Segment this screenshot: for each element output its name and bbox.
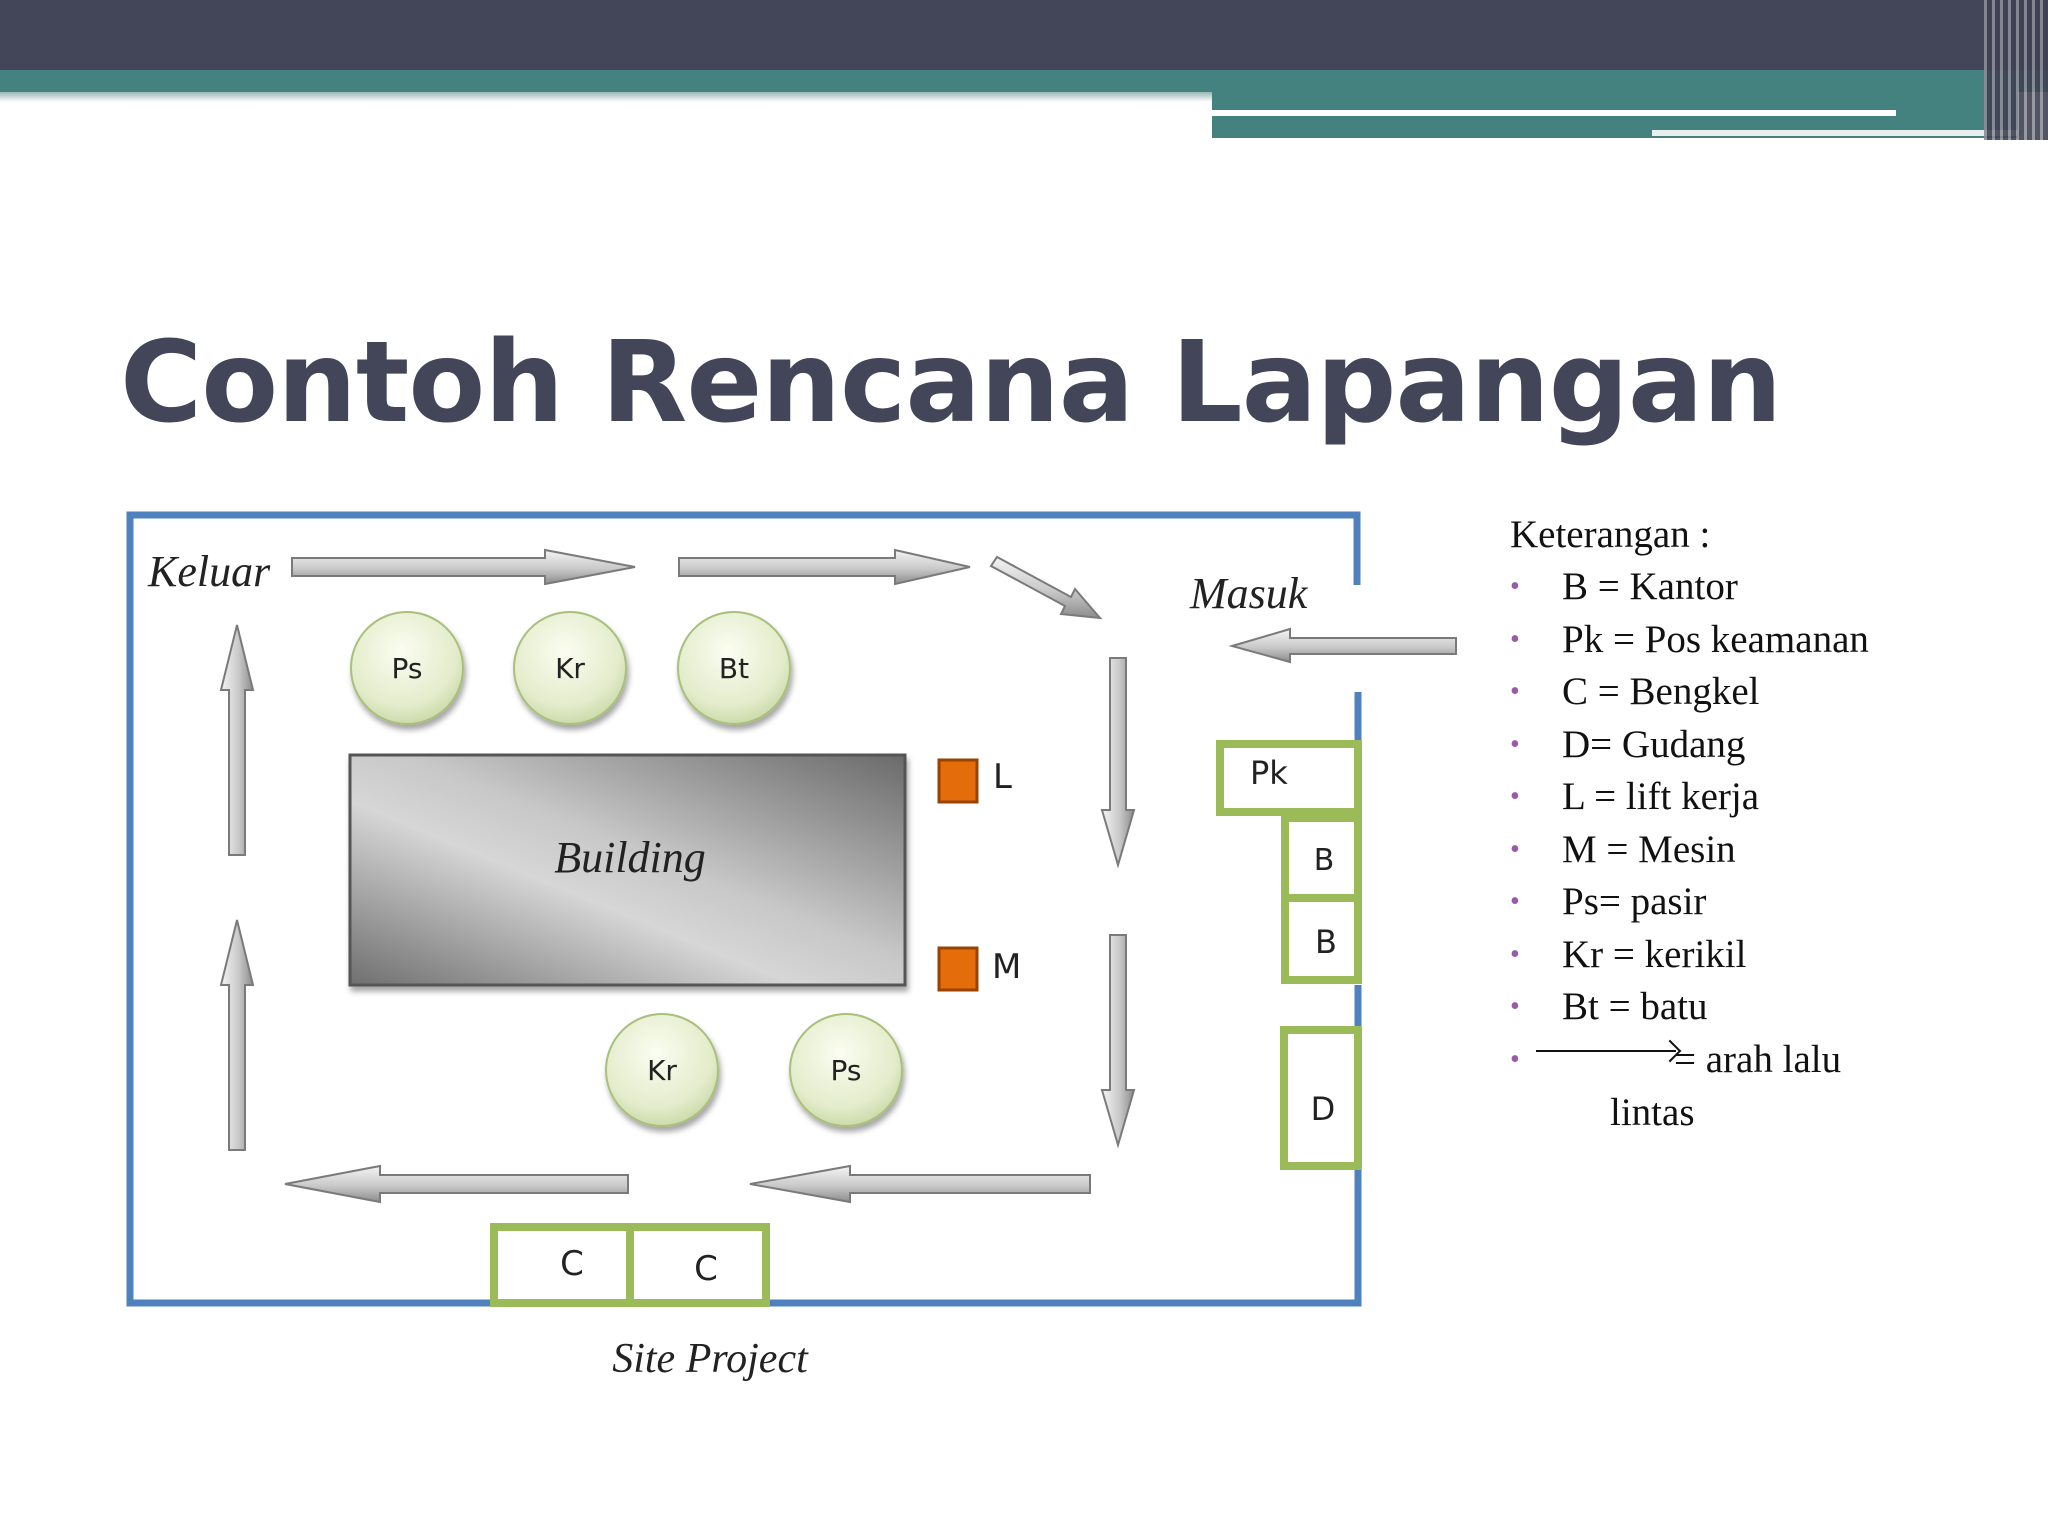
stockpile-label: Ps [392, 652, 423, 685]
header-line [1652, 130, 2022, 136]
legend-item: •Kr = kerikil [1510, 929, 1869, 982]
arrow-diagonal [989, 555, 1103, 620]
bullet-icon: • [1510, 833, 1520, 865]
bullet-icon: • [1510, 1043, 1520, 1075]
bullet-icon: • [1510, 781, 1520, 812]
header-accent-bar [0, 70, 2048, 92]
building-label: Building [554, 833, 706, 882]
stockpile-circle [513, 611, 627, 725]
equipment-markers [937, 758, 979, 992]
legend-item: •D= Gudang [1510, 719, 1869, 772]
stockpile-label: Ps [831, 1054, 862, 1087]
slide-title: Contoh Rencana Lapangan [120, 318, 1782, 448]
stockpile-circle [789, 1013, 903, 1127]
stockpile-label: Kr [555, 652, 585, 685]
office-label: B [1315, 923, 1337, 961]
diagram-labels: Keluar Masuk Building Site Project Ps Kr… [147, 547, 1337, 1382]
bullet-icon: • [1510, 623, 1520, 655]
arrow-entry [1228, 627, 1457, 664]
traffic-arrows [219, 548, 1457, 1204]
security-post-box [1216, 740, 1362, 816]
arrow-left [284, 1164, 629, 1204]
security-post-label: Pk [1250, 754, 1288, 792]
machine-label: M [992, 947, 1021, 987]
entry-label: Masuk [1189, 569, 1309, 618]
facility-boxes [490, 740, 1362, 1307]
site-boundary [126, 511, 1362, 1307]
lift-marker [937, 758, 979, 804]
exit-label: Keluar [147, 547, 271, 596]
arrow-up [219, 919, 255, 1151]
legend-heading: Keterangan : [1510, 513, 1711, 556]
arrow-down [1100, 657, 1136, 869]
legend-item: •= arah lalu [1510, 1034, 1869, 1087]
legend-item: •M = Mesin [1510, 824, 1869, 877]
stockpile-label: Kr [647, 1054, 677, 1087]
legend-item: •L = lift kerja [1510, 771, 1869, 824]
legend-item: •Pk = Pos keamanan [1510, 614, 1869, 667]
warehouse-box [1280, 1026, 1362, 1170]
legend-item: •B = Kantor [1510, 561, 1869, 614]
stockpile-circle [605, 1013, 719, 1127]
bullet-icon: • [1510, 676, 1520, 707]
office-box [1281, 894, 1362, 984]
workshop-label: C [560, 1244, 584, 1284]
arrow-down [1100, 934, 1136, 1149]
header-shadow [0, 92, 1212, 102]
stockpile-label: Bt [719, 652, 749, 685]
workshop-label: C [694, 1249, 718, 1289]
site-boundary-line [126, 511, 1362, 1307]
header-line [1212, 110, 1896, 116]
building [348, 753, 907, 987]
bullet-icon: • [1510, 991, 1520, 1022]
legend-item: •Bt = batu [1510, 981, 1869, 1034]
site-caption: Site Project [612, 1336, 809, 1382]
stockpile-circle [350, 611, 464, 725]
bullet-icon: • [1510, 938, 1520, 970]
legend-continuation: lintas [1610, 1091, 1695, 1134]
legend-list: •B = Kantor •Pk = Pos keamanan •C = Beng… [1510, 561, 1869, 1086]
stockpile-circle [677, 611, 791, 725]
header-stripes [1984, 0, 2048, 140]
arrow-up [219, 624, 255, 856]
arrow-right-icon [1536, 1049, 1676, 1052]
machine-marker [937, 946, 979, 992]
legend: Keterangan : •B = Kantor •Pk = Pos keama… [1510, 508, 1869, 1139]
workshop-box [626, 1223, 770, 1307]
stockpiles [350, 611, 903, 1127]
arrow-right [678, 548, 971, 586]
arrow-right [291, 548, 636, 586]
bullet-icon: • [1510, 571, 1520, 602]
header-bar [0, 0, 2048, 70]
office-label: B [1314, 843, 1335, 878]
legend-item: •Ps= pasir [1510, 876, 1869, 929]
arrow-left [749, 1164, 1091, 1204]
legend-item: •C = Bengkel [1510, 666, 1869, 719]
bullet-icon: • [1510, 886, 1520, 917]
bullet-icon: • [1510, 728, 1520, 760]
lift-label: L [993, 757, 1012, 797]
warehouse-label: D [1311, 1090, 1336, 1128]
